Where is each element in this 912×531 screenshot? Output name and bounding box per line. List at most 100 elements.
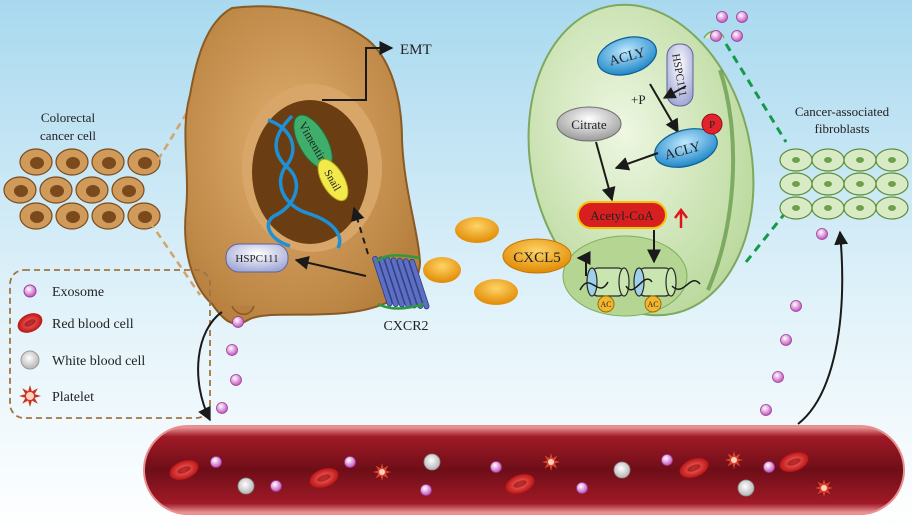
cxcl5-label: CXCL5	[513, 250, 561, 266]
cxcr2-label: CXCR2	[383, 319, 428, 334]
exosome-icon	[232, 316, 244, 328]
colorectal-cell-icon	[19, 148, 53, 176]
acly-to-pathway-arrow	[614, 152, 659, 171]
fibroblast-membrane-highlight	[706, 69, 736, 291]
exosome-icon	[230, 374, 242, 386]
exosome-icon	[210, 456, 222, 468]
red-blood-cell-icon	[679, 458, 709, 478]
acetyl-coa-label: Acetyl-CoA	[590, 208, 654, 223]
caf-cell-icon	[875, 196, 909, 220]
colorectal-label-line2: cancer cell	[40, 128, 96, 143]
citrate-oval	[556, 106, 622, 142]
cell-budding-site	[231, 305, 255, 315]
red-blood-cell-icon	[779, 452, 809, 472]
nucleosome-icon: AC	[633, 267, 677, 313]
colorectal-cell-icon	[19, 202, 53, 230]
colorectal-cell-icon	[55, 202, 89, 230]
dna-linker-icon	[579, 278, 701, 291]
dna-strand-b-icon	[266, 114, 299, 248]
white-blood-cell-icon	[237, 477, 255, 495]
exosome-icon	[736, 11, 748, 23]
colorectal-label-line1: Colorectal	[41, 110, 96, 125]
hspc111-left-pill	[225, 243, 289, 273]
exosome-icon	[760, 404, 772, 416]
ac-label: AC	[647, 300, 658, 309]
plus-p-label: +P	[631, 92, 646, 107]
fibroblast-zoom-line-bottom	[744, 211, 788, 263]
legend-box	[9, 269, 211, 419]
exosome-icon	[344, 456, 356, 468]
exosome-icon	[731, 30, 743, 42]
secreted-cxcl5-2	[423, 257, 461, 283]
exosome-icon	[270, 480, 282, 492]
exosome-icon	[790, 300, 802, 312]
platelet-icon	[725, 451, 743, 469]
red-blood-cell-icon	[169, 460, 199, 480]
red-blood-cell-icon	[17, 313, 43, 333]
secreted-cxcl5-1	[455, 217, 499, 243]
exosome-icon	[490, 461, 502, 473]
caf-label-line2: fibroblasts	[815, 121, 870, 136]
colorectal-cell-icon	[39, 176, 73, 204]
exosome-icon	[23, 284, 37, 298]
exosome-icon	[716, 11, 728, 23]
red-blood-cell-icon	[505, 474, 535, 494]
colorectal-cell-cluster	[3, 148, 161, 230]
ac-label: AC	[600, 300, 611, 309]
cxcr2-helix-icon	[402, 258, 424, 309]
caf-cell-icon	[875, 172, 909, 196]
legend-label: White blood cell	[52, 354, 145, 369]
citrate-to-acetylcoa-arrow	[595, 141, 616, 202]
snail-capsule	[317, 158, 349, 202]
platelet-icon	[815, 479, 833, 497]
exosome-icon	[420, 484, 432, 496]
cxcr2-helix-icon	[372, 255, 393, 307]
white-blood-cell-icon	[613, 461, 631, 479]
caf-label-line1: Cancer-associated	[795, 104, 890, 119]
colorectal-cell-icon	[75, 176, 109, 204]
legend-label: Red blood cell	[52, 317, 134, 332]
increase-arrow-icon	[674, 207, 688, 228]
platelet-icon	[542, 453, 560, 471]
legend-label: Exosome	[52, 285, 104, 300]
colorectal-cell-icon	[111, 176, 145, 204]
exosome-icon	[216, 402, 228, 414]
caf-cell-icon	[843, 148, 877, 172]
nucleosome-group: AC AC	[579, 267, 701, 313]
colorectal-cell-icon	[55, 148, 89, 176]
acly-phospho-oval	[654, 128, 718, 168]
colorectal-cell-icon	[127, 148, 161, 176]
receptor-to-hspc111-arrow	[294, 255, 367, 277]
dna-strand-a-icon	[267, 118, 342, 249]
acetyl-mark-icon	[644, 295, 662, 313]
cxcl5-oval	[502, 238, 572, 274]
platelet-icon	[373, 463, 391, 481]
caf-cell-icon	[779, 196, 813, 220]
hspc111-left-label: HSPC111	[235, 253, 278, 265]
caf-cell-icon	[779, 148, 813, 172]
cxcr2-loop-icon	[375, 254, 425, 310]
citrate-label: Citrate	[571, 117, 607, 132]
white-blood-cell-icon	[737, 479, 755, 497]
exosome-icon	[816, 228, 828, 240]
exosome-icon	[763, 461, 775, 473]
acetyl-coa-pill	[577, 201, 667, 229]
caf-cell-icon	[875, 148, 909, 172]
zoom-line-bottom	[148, 221, 202, 296]
colorectal-cell-icon	[3, 176, 37, 204]
legend-label: Platelet	[52, 390, 94, 405]
exosome-icon	[772, 371, 784, 383]
white-blood-cell-icon	[20, 350, 40, 370]
cxcr2-receptor-icon	[372, 254, 430, 310]
white-blood-cell-icon	[423, 453, 441, 471]
caf-cell-icon	[811, 196, 845, 220]
exosome-icon	[780, 334, 792, 346]
colorectal-cell-icon	[91, 202, 125, 230]
platelet-icon	[19, 385, 41, 407]
emt-label: EMT	[400, 42, 432, 58]
exosome-trails	[216, 11, 828, 416]
caf-cell-icon	[843, 172, 877, 196]
emt-arrow	[322, 41, 394, 101]
